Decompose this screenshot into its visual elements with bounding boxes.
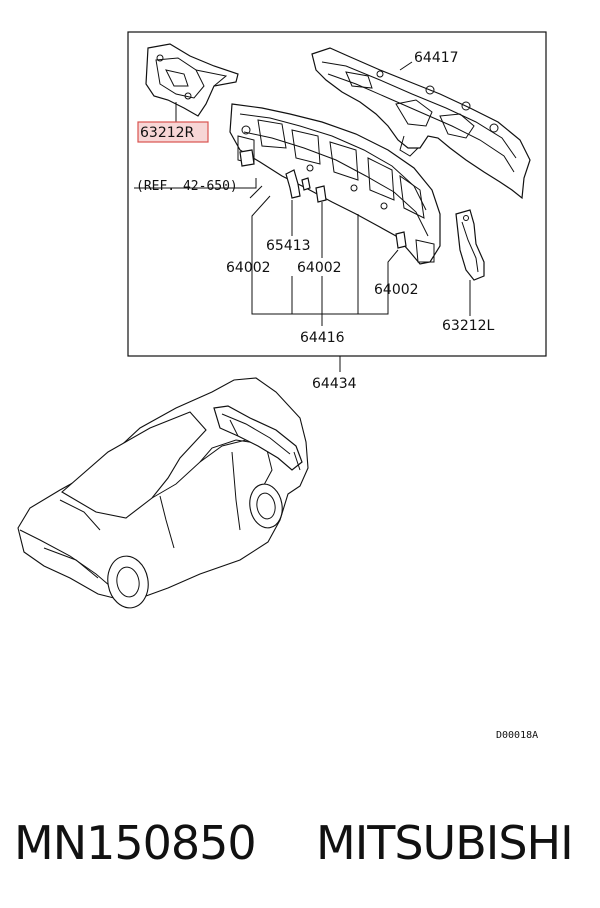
highlight-63212r	[137, 121, 209, 143]
diagram-frame	[127, 31, 547, 357]
footer: MN150850 MITSUBISHI	[0, 808, 600, 878]
callout-63212r[interactable]: 63212R	[140, 125, 195, 141]
part-number: MN150850	[14, 816, 257, 870]
diagram-code: D00018A	[496, 730, 538, 741]
callout-63212l[interactable]: 63212L	[442, 318, 495, 334]
callout-64002-center[interactable]: 64002	[297, 260, 342, 276]
part-63212r-drawing	[145, 43, 239, 117]
part-clips-drawing	[239, 149, 407, 249]
part-64416-drawing	[229, 103, 441, 265]
callout-ref-42-650[interactable]: (REF. 42-650)	[136, 179, 238, 194]
callout-64002-right[interactable]: 64002	[374, 282, 419, 298]
part-63212l-drawing	[455, 209, 485, 281]
callout-64417[interactable]: 64417	[414, 50, 459, 66]
part-64417-drawing	[311, 47, 531, 200]
car-outline-drawing	[17, 377, 309, 609]
callout-64434[interactable]: 64434	[312, 376, 357, 392]
callout-64416[interactable]: 64416	[300, 330, 345, 346]
callout-64002-left[interactable]: 64002	[226, 260, 271, 276]
callout-65413[interactable]: 65413	[266, 238, 311, 254]
brand-name: MITSUBISHI	[316, 816, 574, 870]
leader-lines	[134, 61, 471, 372]
